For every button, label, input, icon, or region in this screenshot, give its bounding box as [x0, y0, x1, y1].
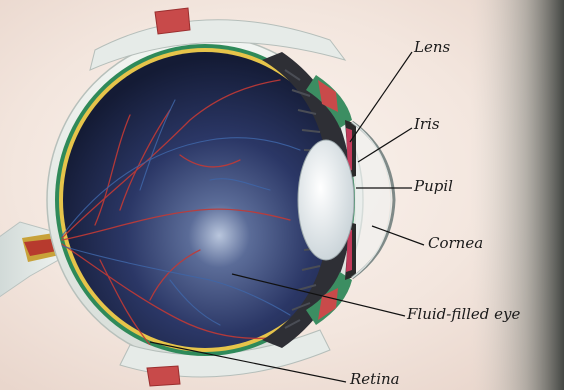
label-retina: Retina: [350, 372, 400, 387]
label-iris: Iris: [414, 117, 440, 132]
lens-shape: [298, 140, 354, 260]
eye-muscle-top: [155, 8, 190, 34]
label-pupil: Pupil: [414, 179, 453, 194]
label-lens: Lens: [414, 40, 450, 55]
background-shadow: [470, 0, 564, 390]
eye-muscle-bottom: [147, 366, 180, 386]
label-cornea: Cornea: [428, 236, 483, 251]
label-fluid-filled-eye: Fluid-filled eye: [407, 307, 520, 322]
